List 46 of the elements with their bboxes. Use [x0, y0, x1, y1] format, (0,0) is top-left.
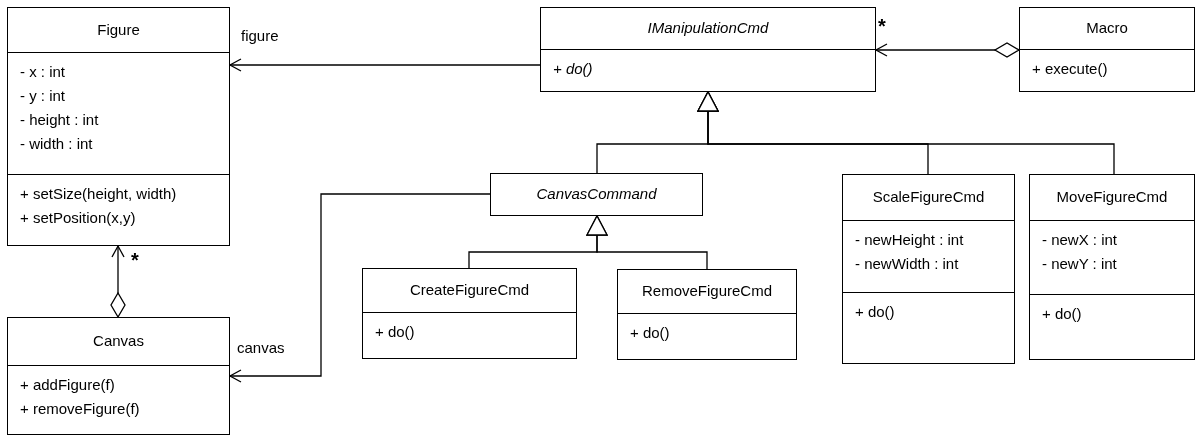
class-box	[1029, 174, 1195, 360]
member-text: - height : int	[20, 110, 99, 130]
association-arrow	[229, 193, 491, 383]
association-arrow	[229, 58, 541, 72]
role-label: figure	[241, 28, 279, 43]
class-name: ScaleFigureCmd	[872, 187, 985, 208]
member-text: - x : int	[20, 62, 65, 82]
class-box	[362, 268, 577, 359]
class-name: Canvas	[93, 331, 144, 352]
member-text: + setPosition(x,y)	[20, 208, 136, 228]
class-box	[540, 7, 876, 92]
member-text: + addFigure(f)	[20, 375, 115, 395]
class-name: MoveFigureCmd	[1056, 187, 1168, 208]
multiplicity-label: *	[878, 16, 886, 36]
class-name: RemoveFigureCmd	[641, 281, 772, 302]
class-name: Figure	[97, 19, 140, 40]
member-text: + do()	[375, 322, 415, 342]
aggregation-arrow	[875, 42, 1020, 58]
class-box	[7, 7, 230, 246]
member-text: + execute()	[1032, 59, 1108, 79]
member-text: - newY : int	[1042, 254, 1117, 274]
multiplicity-label: *	[131, 250, 139, 270]
member-text: - width : int	[20, 134, 93, 154]
member-text: + removeFigure(f)	[20, 399, 140, 419]
generalization-arrow	[697, 91, 1115, 175]
class-name: CreateFigureCmd	[409, 280, 530, 301]
member-text: - newWidth : int	[855, 254, 959, 274]
class-box	[1019, 7, 1195, 92]
aggregation-arrow	[110, 245, 126, 318]
class-box	[490, 173, 703, 216]
class-name: CanvasCommand	[536, 184, 657, 205]
member-text: - y : int	[20, 86, 65, 106]
member-text: + do()	[553, 59, 593, 79]
generalization-arrow	[586, 215, 708, 270]
class-name: IManipulationCmd	[647, 18, 769, 39]
member-text: - newX : int	[1042, 230, 1118, 250]
class-box	[842, 174, 1015, 364]
member-text: - newHeight : int	[855, 230, 964, 250]
class-box	[617, 269, 797, 360]
class-name: Macro	[1086, 18, 1128, 39]
role-label: canvas	[237, 340, 285, 355]
member-text: + do()	[630, 323, 670, 343]
member-text: + setSize(height, width)	[20, 184, 177, 204]
class-box	[7, 317, 230, 435]
member-text: + do()	[1042, 304, 1082, 324]
member-text: + do()	[855, 302, 895, 322]
